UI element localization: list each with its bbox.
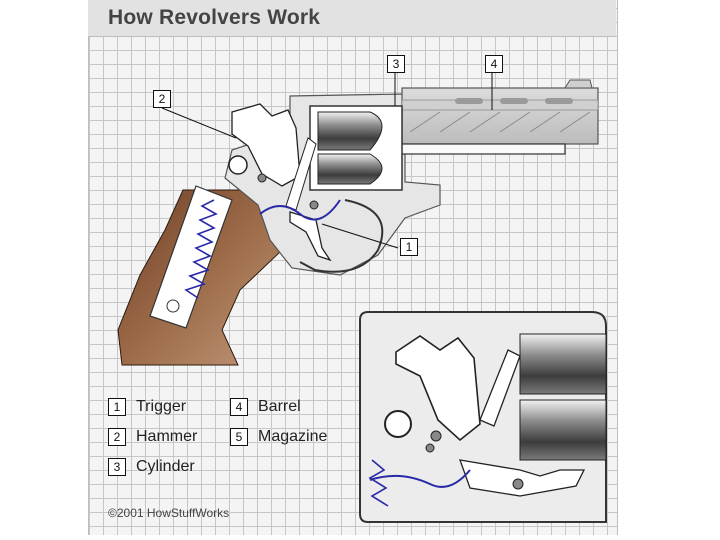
legend-item-trigger: 1 Trigger [108, 398, 186, 416]
callout-2: 2 [153, 90, 171, 108]
legend-number: 5 [230, 428, 248, 446]
legend-item-magazine: 5 Magazine [230, 428, 327, 446]
cartridges [317, 111, 383, 185]
bore [394, 143, 566, 155]
barrel-vents [455, 98, 573, 104]
legend-label: Barrel [258, 398, 301, 415]
callout-1: 1 [400, 238, 418, 256]
hammer-pivot [228, 155, 248, 175]
inset-detail [359, 311, 607, 523]
barrel-rib [401, 99, 599, 111]
legend-number: 2 [108, 428, 126, 446]
trigger-guard [299, 199, 384, 273]
legend-label: Magazine [258, 428, 328, 445]
legend-number: 1 [108, 398, 126, 416]
barrel [401, 87, 599, 145]
callout-3: 3 [387, 55, 405, 73]
page-title: How Revolvers Work [108, 6, 321, 29]
legend-number: 3 [108, 458, 126, 476]
trigger-pivot [309, 200, 319, 210]
legend-item-hammer: 2 Hammer [108, 428, 197, 446]
legend-label: Hammer [136, 428, 198, 445]
trigger [289, 211, 332, 262]
callout-4: 4 [485, 55, 503, 73]
barrel-rifling [409, 111, 591, 133]
copyright-notice: ©2001 HowStuffWorks [108, 506, 230, 520]
legend-item-barrel: 4 Barrel [230, 398, 301, 416]
front-sight [564, 79, 593, 89]
legend-label: Trigger [136, 398, 187, 415]
legend-label: Cylinder [136, 458, 195, 475]
mainspring-housing [149, 185, 233, 329]
legend-number: 4 [230, 398, 248, 416]
screw [257, 173, 267, 183]
sear-spring [259, 199, 341, 221]
legend-item-cylinder: 3 Cylinder [108, 458, 195, 476]
title-bar: How Revolvers Work [88, 0, 616, 37]
